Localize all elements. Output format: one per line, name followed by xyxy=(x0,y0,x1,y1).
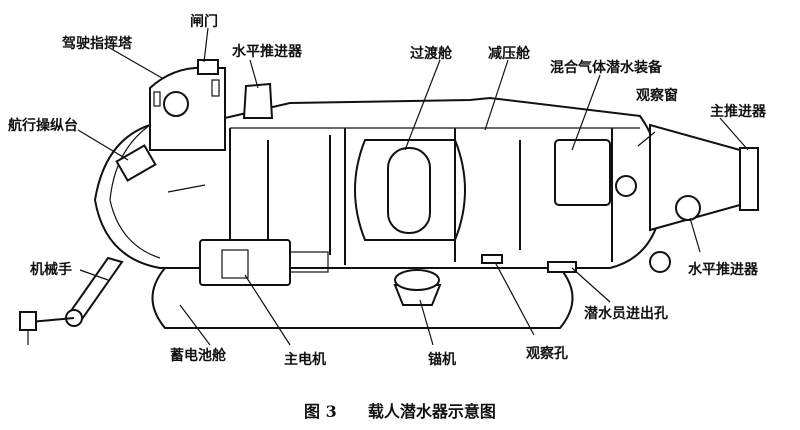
horizontal-thruster-top-shape xyxy=(242,82,274,119)
figure-number: 图 3 xyxy=(304,402,337,421)
label-transfer-chamber: 过渡舱 xyxy=(410,46,452,62)
label-navigation-console: 航行操纵台 xyxy=(8,118,78,134)
internal-structure xyxy=(229,128,637,268)
main-thruster xyxy=(649,123,759,232)
label-main-motor: 主电机 xyxy=(284,352,326,368)
label-battery-compartment: 蓄电池舱 xyxy=(170,348,226,364)
label-observation-port: 观察孔 xyxy=(526,346,568,362)
figure-caption: 图 3 载人潜水器示意图 xyxy=(0,398,800,422)
label-main-thruster: 主推进器 xyxy=(710,104,766,120)
label-anchor-winch: 锚机 xyxy=(428,352,456,368)
label-viewport: 观察窗 xyxy=(636,88,678,104)
hatch xyxy=(197,59,219,75)
diver-hatch xyxy=(547,261,577,273)
main-motor xyxy=(199,239,329,286)
label-manipulator: 机械手 xyxy=(30,262,72,278)
label-conning-tower: 驾驶指挥塔 xyxy=(62,36,132,52)
label-diver-hatch: 潜水员进出孔 xyxy=(584,306,668,322)
label-horizontal-thruster-top: 水平推进器 xyxy=(232,44,302,60)
observation-port xyxy=(481,254,503,264)
label-mixed-gas-diving-equipment: 混合气体潜水装备 xyxy=(550,60,662,76)
label-hatch: 闸门 xyxy=(190,14,218,30)
navigation-console xyxy=(115,144,206,193)
manipulator-arm xyxy=(19,256,124,345)
leader-lines xyxy=(77,27,749,346)
figure-title: 载人潜水器示意图 xyxy=(367,402,496,421)
conning-tower xyxy=(149,66,226,151)
horizontal-thruster-bottom-shape xyxy=(649,195,701,273)
label-horizontal-thruster-bottom: 水平推进器 xyxy=(688,262,758,278)
label-decompression-chamber: 减压舱 xyxy=(488,46,530,62)
anchor-winch xyxy=(393,269,442,306)
